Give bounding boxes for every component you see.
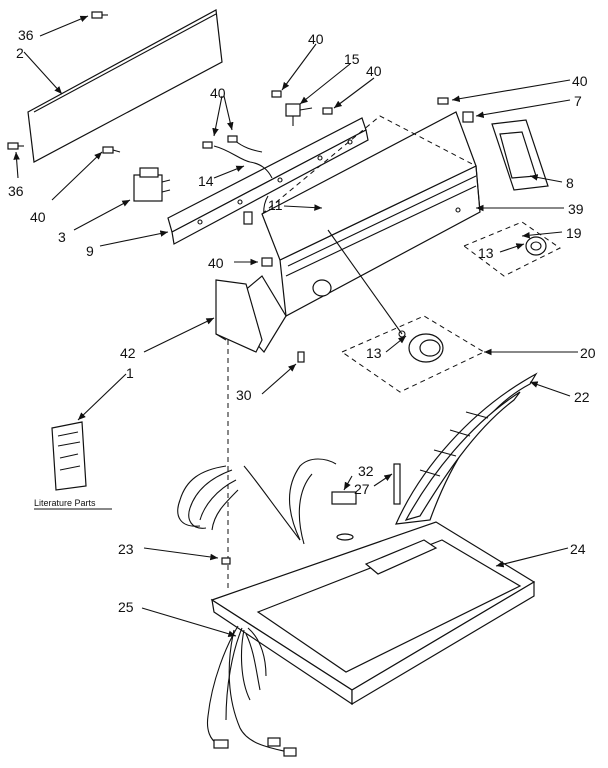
rear-panel-part <box>27 9 223 163</box>
callout-15: 15 <box>344 51 360 67</box>
wire-harness-25 <box>206 625 297 757</box>
callout-40-wire: 40 <box>210 85 226 101</box>
screw-40-wire-b <box>227 135 238 143</box>
callout-23: 23 <box>118 541 134 557</box>
callout-39: 39 <box>568 201 584 217</box>
part-32-connector <box>331 491 357 505</box>
callout-40-right: 40 <box>572 73 588 89</box>
callout-36-top: 36 <box>18 27 34 43</box>
screw-40-lower <box>243 211 273 267</box>
callout-20: 20 <box>580 345 596 361</box>
callout-11: 11 <box>268 197 283 213</box>
callout-8: 8 <box>566 175 574 191</box>
callout-19: 19 <box>566 225 582 241</box>
end-cap-right-part <box>491 119 549 191</box>
screw-36-bottom <box>7 142 24 150</box>
thermostat-part-15 <box>285 103 313 126</box>
screw-30 <box>297 351 305 363</box>
callout-42: 42 <box>120 345 136 361</box>
callout-13-center: 13 <box>366 345 382 361</box>
callout-14: 14 <box>198 173 214 189</box>
screw-40-left <box>102 146 121 154</box>
screw-40-top <box>271 90 282 98</box>
screw-27 <box>393 463 401 505</box>
literature-parts-caption: Literature Parts <box>34 498 96 508</box>
callout-24: 24 <box>570 541 586 557</box>
callout-40-left: 40 <box>30 209 46 225</box>
callout-3: 3 <box>58 229 66 245</box>
callout-40-right-top: 40 <box>366 63 382 79</box>
callout-1: 1 <box>126 365 134 381</box>
callout-22: 22 <box>574 389 590 405</box>
callout-30: 30 <box>236 387 252 403</box>
screw-36-top <box>91 11 108 19</box>
literature-card <box>51 421 87 491</box>
end-cap-part <box>215 279 263 353</box>
cabinet-top-part <box>210 521 536 706</box>
callout-27: 27 <box>354 481 370 497</box>
callout-40-lower: 40 <box>208 255 224 271</box>
callout-25: 25 <box>118 599 134 615</box>
callout-36-bottom: 36 <box>8 183 24 199</box>
duct-grille-part <box>395 372 538 525</box>
screw-40-wire-a <box>202 141 213 149</box>
screw-40-right <box>437 97 449 105</box>
knob-box-20 <box>340 315 486 393</box>
switch-part <box>133 167 171 202</box>
callout-7: 7 <box>574 93 582 109</box>
knob-box-19 <box>462 221 561 277</box>
callout-32: 32 <box>358 463 374 479</box>
callout-40-top: 40 <box>308 31 324 47</box>
screw-40-right-top <box>322 107 333 115</box>
callout-9: 9 <box>86 243 94 259</box>
callout-13-right: 13 <box>478 245 494 261</box>
control-bracket-part <box>167 117 369 245</box>
leader-lines <box>13 15 578 637</box>
wire-bundle-left <box>177 458 337 545</box>
callout-2: 2 <box>16 45 24 61</box>
clip-part-7 <box>462 111 474 123</box>
